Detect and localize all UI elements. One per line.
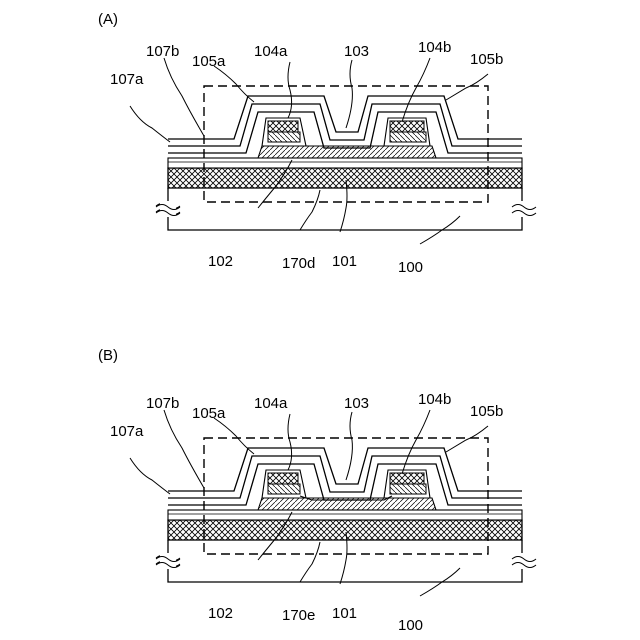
label-102: 102 xyxy=(208,253,233,270)
label-107b: 107b xyxy=(146,395,179,412)
label-101: 101 xyxy=(332,605,357,622)
label-104a: 104a xyxy=(254,43,288,60)
cross-section-b xyxy=(130,410,536,596)
label-107b: 107b xyxy=(146,43,179,60)
label-105b: 105b xyxy=(470,51,503,68)
label-102: 102 xyxy=(208,605,233,622)
label-107a: 107a xyxy=(110,71,144,88)
label-104b: 104b xyxy=(418,391,451,408)
label-103: 103 xyxy=(344,43,369,60)
cross-section-a xyxy=(130,58,536,244)
label-170d: 170d xyxy=(282,255,315,272)
label-105b: 105b xyxy=(470,403,503,420)
label-100: 100 xyxy=(398,259,423,276)
label-103: 103 xyxy=(344,395,369,412)
label-105a: 105a xyxy=(192,405,226,422)
label-104b: 104b xyxy=(418,39,451,56)
label-107a: 107a xyxy=(110,423,144,440)
label-104a: 104a xyxy=(254,395,288,412)
panel-b: (B) 107b 105a 104a 103 104b 105b 107a 10… xyxy=(98,347,536,634)
label-170e: 170e xyxy=(282,607,315,624)
panel-a: (A) 107b 105a 104a 103 104b 105b 107a 10… xyxy=(98,11,536,276)
label-101: 101 xyxy=(332,253,357,270)
label-100: 100 xyxy=(398,617,423,634)
label-105a: 105a xyxy=(192,53,226,70)
panel-label-a: (A) xyxy=(98,11,118,28)
panel-label-b: (B) xyxy=(98,347,118,364)
